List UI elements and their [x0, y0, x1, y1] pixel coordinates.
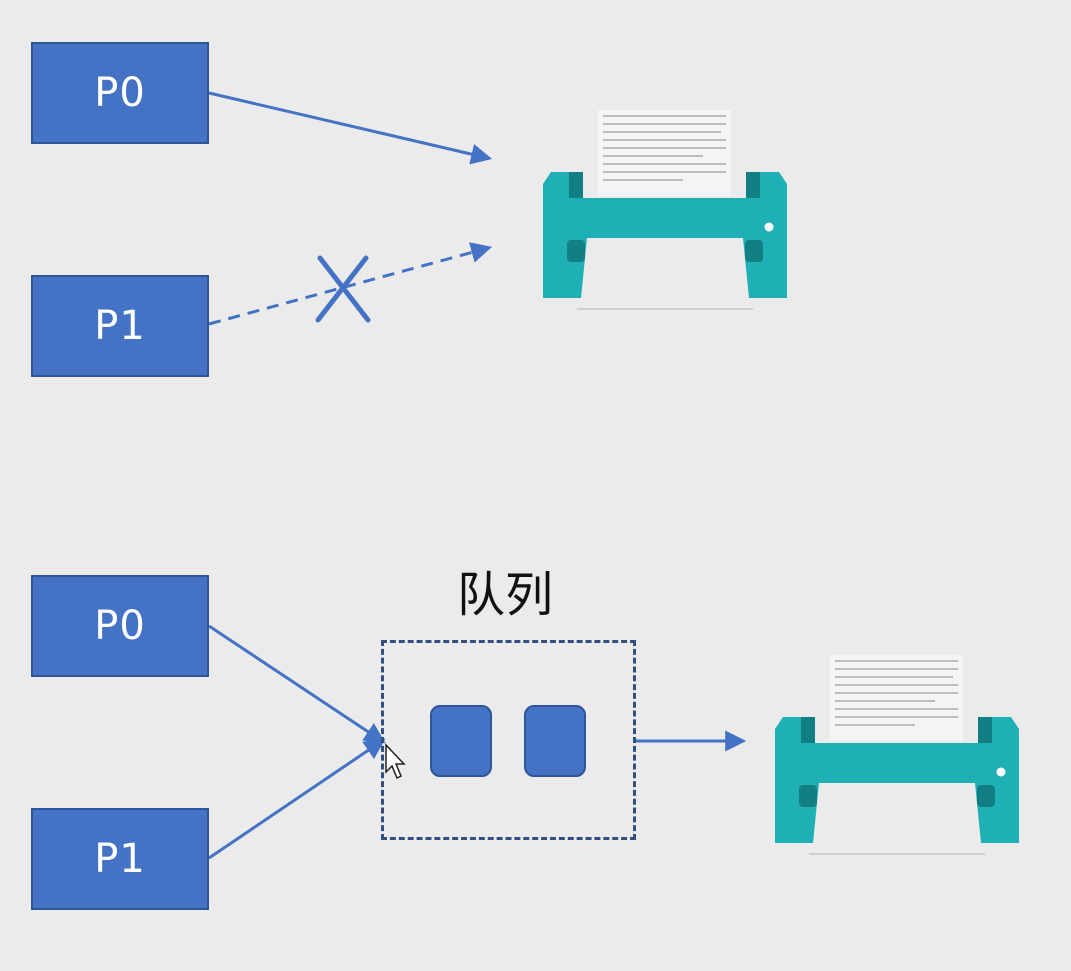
process-p0-box: P0 — [31, 42, 209, 144]
arrow-p1-to-queue — [208, 738, 386, 860]
queue-box — [381, 640, 636, 840]
process-label: P1 — [94, 303, 146, 349]
process-p0-box: P0 — [31, 575, 209, 677]
process-label: P1 — [94, 836, 146, 882]
mouse-cursor-icon — [385, 743, 406, 780]
queue-slot — [430, 705, 492, 777]
process-p1-box: P1 — [31, 275, 209, 377]
arrow-p0-to-printer — [208, 91, 493, 165]
process-label: P0 — [94, 603, 146, 649]
blocked-x-icon — [315, 255, 371, 323]
printer-icon — [543, 110, 787, 310]
process-p1-box: P1 — [31, 808, 209, 910]
arrow-p1-to-printer-blocked — [208, 242, 493, 326]
printer-icon — [775, 655, 1019, 855]
process-label: P0 — [94, 70, 146, 116]
queue-slot — [524, 705, 586, 777]
queue-label: 队列 — [456, 567, 553, 623]
arrow-p0-to-queue — [208, 624, 386, 744]
